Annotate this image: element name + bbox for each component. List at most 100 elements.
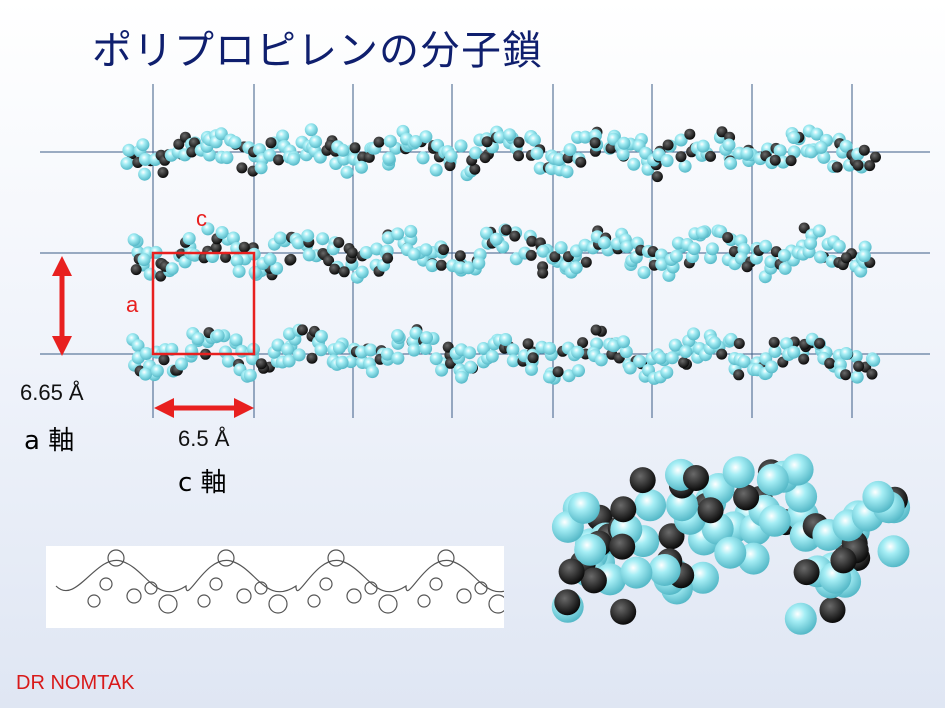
hydrogen-atom	[409, 326, 423, 340]
hydrogen-atom	[562, 369, 576, 383]
hydrogen-atom	[765, 360, 779, 374]
hydrogen-atom	[812, 224, 826, 238]
carbon-atom	[438, 244, 450, 256]
carbon-atom	[349, 142, 361, 154]
helix-atom	[378, 594, 398, 614]
hydrogen-atom	[660, 154, 674, 168]
helix-atom	[456, 588, 472, 604]
hydrogen-atom	[780, 337, 793, 351]
hydrogen-atom	[722, 138, 736, 152]
carbon-atom	[158, 354, 170, 366]
hydrogen-atom	[336, 143, 350, 157]
hydrogen-atom	[461, 261, 475, 275]
hydrogen-atom	[138, 167, 152, 181]
hydrogen-atom	[253, 143, 266, 157]
carbon-atom	[741, 261, 753, 273]
carbon-atom	[589, 137, 601, 149]
carbon-atom	[526, 235, 538, 247]
a-axis-length: 6.65 Å	[20, 380, 84, 405]
carbon-atom	[769, 154, 781, 166]
hydrogen-atom	[620, 556, 653, 589]
hydrogen-atom	[143, 267, 157, 281]
carbon-atom	[590, 324, 602, 336]
hydrogen-atom	[637, 266, 651, 279]
carbon-atom	[575, 156, 587, 168]
hydrogen-atom	[619, 345, 633, 359]
hydrogen-atom	[469, 146, 483, 160]
a-axis-letter: a	[126, 292, 139, 317]
carbon-atom	[296, 324, 308, 336]
hydrogen-atom	[620, 240, 634, 254]
closeup-atom-cluster	[832, 480, 911, 568]
hydrogen-atom	[560, 165, 574, 179]
helix-atom	[474, 581, 488, 595]
hydrogen-atom	[777, 249, 791, 262]
hydrogen-atom	[175, 357, 188, 371]
hydrogen-atom	[665, 351, 679, 365]
hydrogen-atom	[365, 365, 379, 379]
carbon-atom	[558, 558, 585, 585]
author-credit: DR NOMTAK	[16, 672, 135, 694]
hydrogen-atom	[477, 342, 490, 355]
hydrogen-atom	[220, 151, 234, 165]
helix-atom	[488, 594, 508, 614]
carbon-atom	[651, 171, 663, 183]
hydrogen-atom	[316, 232, 330, 246]
carbon-atom	[265, 137, 277, 149]
carbon-atom	[866, 368, 878, 380]
carbon-atom	[675, 151, 687, 163]
hydrogen-atom	[781, 453, 814, 486]
hydrogen-atom	[759, 239, 773, 253]
hydrogen-atom	[616, 147, 630, 161]
hydrogen-atom	[232, 264, 246, 278]
hydrogen-atom	[804, 236, 818, 250]
hydrogen-atom	[391, 227, 405, 241]
carbon-atom	[733, 338, 745, 349]
carbon-atom	[830, 547, 857, 574]
carbon-atom	[329, 263, 341, 275]
helix-atom	[236, 588, 252, 604]
closeup-atom-cluster	[551, 533, 653, 625]
hydrogen-atom	[314, 329, 328, 343]
hydrogen-atom	[758, 504, 791, 537]
carbon-atom	[306, 352, 318, 364]
carbon-atom	[373, 136, 385, 148]
hydrogen-atom	[139, 347, 153, 360]
carbon-atom	[722, 232, 734, 243]
carbon-atom	[697, 497, 724, 524]
hydrogen-atom	[655, 257, 669, 271]
carbon-atom	[522, 338, 534, 350]
hydrogen-atom	[364, 343, 378, 357]
hydrogen-atom	[340, 165, 354, 179]
carbon-atom	[255, 358, 267, 370]
hydrogen-atom	[668, 338, 682, 352]
hydrogen-atom	[862, 480, 895, 513]
hydrogen-atom	[530, 146, 544, 160]
hydrogen-atom	[137, 253, 151, 267]
hydrogen-atom	[687, 327, 701, 341]
carbon-atom	[346, 247, 358, 259]
carbon-atom	[469, 163, 481, 175]
hydrogen-atom	[740, 147, 754, 160]
hydrogen-atom	[850, 370, 864, 384]
hydrogen-atom	[724, 156, 738, 170]
helix-atom	[144, 581, 158, 595]
c-axis-label: c 軸	[178, 468, 227, 498]
hydrogen-atom	[409, 135, 423, 148]
hydrogen-atom	[527, 133, 541, 147]
hydrogen-atom	[230, 254, 244, 268]
hydrogen-atom	[623, 361, 637, 375]
hydrogen-atom	[737, 355, 751, 369]
polymer-chain	[126, 323, 881, 385]
carbon-atom	[338, 266, 350, 278]
hydrogen-atom	[867, 353, 881, 367]
hydrogen-atom	[722, 456, 755, 489]
carbon-atom	[864, 160, 876, 172]
carbon-atom	[210, 242, 222, 254]
polymer-chain	[120, 123, 881, 183]
hydrogen-atom	[215, 226, 229, 239]
c-axis-length: 6.5 Å	[178, 426, 230, 451]
carbon-atom	[173, 138, 185, 150]
helix-atom	[327, 549, 345, 567]
hydrogen-atom	[429, 352, 443, 366]
